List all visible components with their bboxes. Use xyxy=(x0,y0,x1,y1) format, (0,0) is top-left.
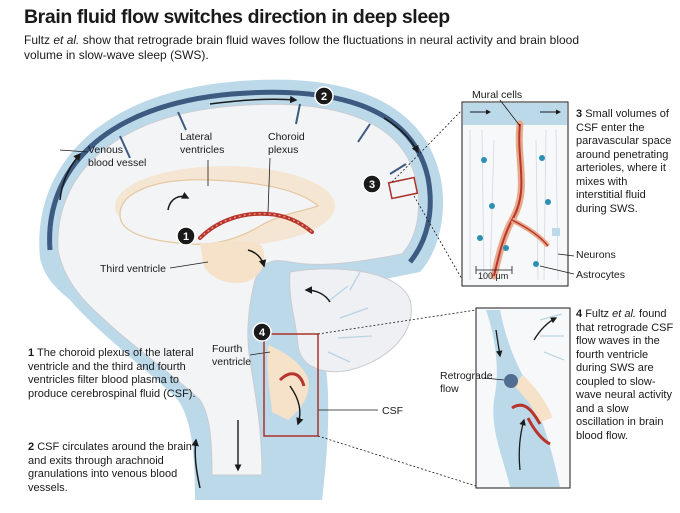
marker-4: 4 xyxy=(252,322,272,342)
label-neurons: Neurons xyxy=(576,249,616,261)
caption-4-etal: et al. xyxy=(612,308,636,320)
label-fourth-2: ventricle xyxy=(212,356,251,368)
label-csf: CSF xyxy=(382,405,403,417)
label-choroid-1: Choroid xyxy=(268,131,305,143)
caption-4-number: 4 xyxy=(576,308,583,320)
label-fourth-1: Fourth xyxy=(212,343,243,355)
cortical-veins xyxy=(119,103,407,175)
caption-1-number: 1 xyxy=(28,347,35,359)
choroid-plexus-vessel xyxy=(198,211,314,240)
label-retro-1: Retrograde xyxy=(440,370,493,382)
label-scale-bar: 100 μm xyxy=(478,271,508,281)
caption-1: 1 The choroid plexus of the lateral vent… xyxy=(28,347,198,401)
caption-3-text: Small volumes of CSF enter the paravascu… xyxy=(576,108,672,215)
leader-lines xyxy=(59,149,378,411)
label-third-ventricle: Third ventricle xyxy=(100,263,166,275)
caption-2-number: 2 xyxy=(28,441,35,453)
flow-arrows xyxy=(59,95,419,489)
caption-3: 3 Small volumes of CSF enter the paravas… xyxy=(576,108,674,216)
caption-4-author: Fultz xyxy=(585,308,610,320)
svg-text:3: 3 xyxy=(369,179,375,191)
svg-text:1: 1 xyxy=(183,231,189,243)
label-lateral-2: ventricles xyxy=(180,144,224,156)
marker-1: 1 xyxy=(176,226,196,246)
marker-3: 3 xyxy=(362,174,382,194)
connector-lines xyxy=(317,109,477,487)
third-ventricle-shape xyxy=(200,241,265,284)
label-choroid-2: plexus xyxy=(268,144,298,156)
caption-3-number: 3 xyxy=(576,108,583,120)
subtitle-etal: et al. xyxy=(53,33,80,47)
cerebellum-folia xyxy=(327,271,373,363)
region-box-3 xyxy=(387,176,419,200)
caption-2-text: CSF circulates around the brain and exit… xyxy=(28,441,192,494)
inset-paravascular: 100 μm xyxy=(461,101,569,287)
subtitle-text: show that retrograde brain fluid waves f… xyxy=(24,33,580,62)
svg-text:2: 2 xyxy=(321,91,327,103)
label-lateral-1: Lateral xyxy=(180,131,212,143)
label-venous-2: blood vessel xyxy=(88,157,146,169)
inset-fourth-ventricle xyxy=(475,307,571,489)
label-mural-cells: Mural cells xyxy=(472,89,522,101)
svg-text:4: 4 xyxy=(259,327,266,339)
caption-1-text: The choroid plexus of the lateral ventri… xyxy=(28,347,196,400)
figure-subtitle: Fultz et al. show that retrograde brain … xyxy=(24,33,584,63)
caption-4-text: found that retrograde CSF flow waves in … xyxy=(576,308,674,442)
figure-title: Brain fluid flow switches direction in d… xyxy=(24,6,450,28)
label-venous-1: Venous xyxy=(88,144,123,156)
subtitle-author: Fultz xyxy=(24,33,51,47)
region-box-4 xyxy=(263,333,319,437)
label-astrocytes: Astrocytes xyxy=(576,269,625,281)
caption-4: 4 Fultz et al. found that retrograde CSF… xyxy=(576,308,674,443)
cerebellum xyxy=(289,268,412,373)
marker-2: 2 xyxy=(314,86,334,106)
caption-2: 2 CSF circulates around the brain and ex… xyxy=(28,441,198,495)
label-retro-2: flow xyxy=(440,383,459,395)
